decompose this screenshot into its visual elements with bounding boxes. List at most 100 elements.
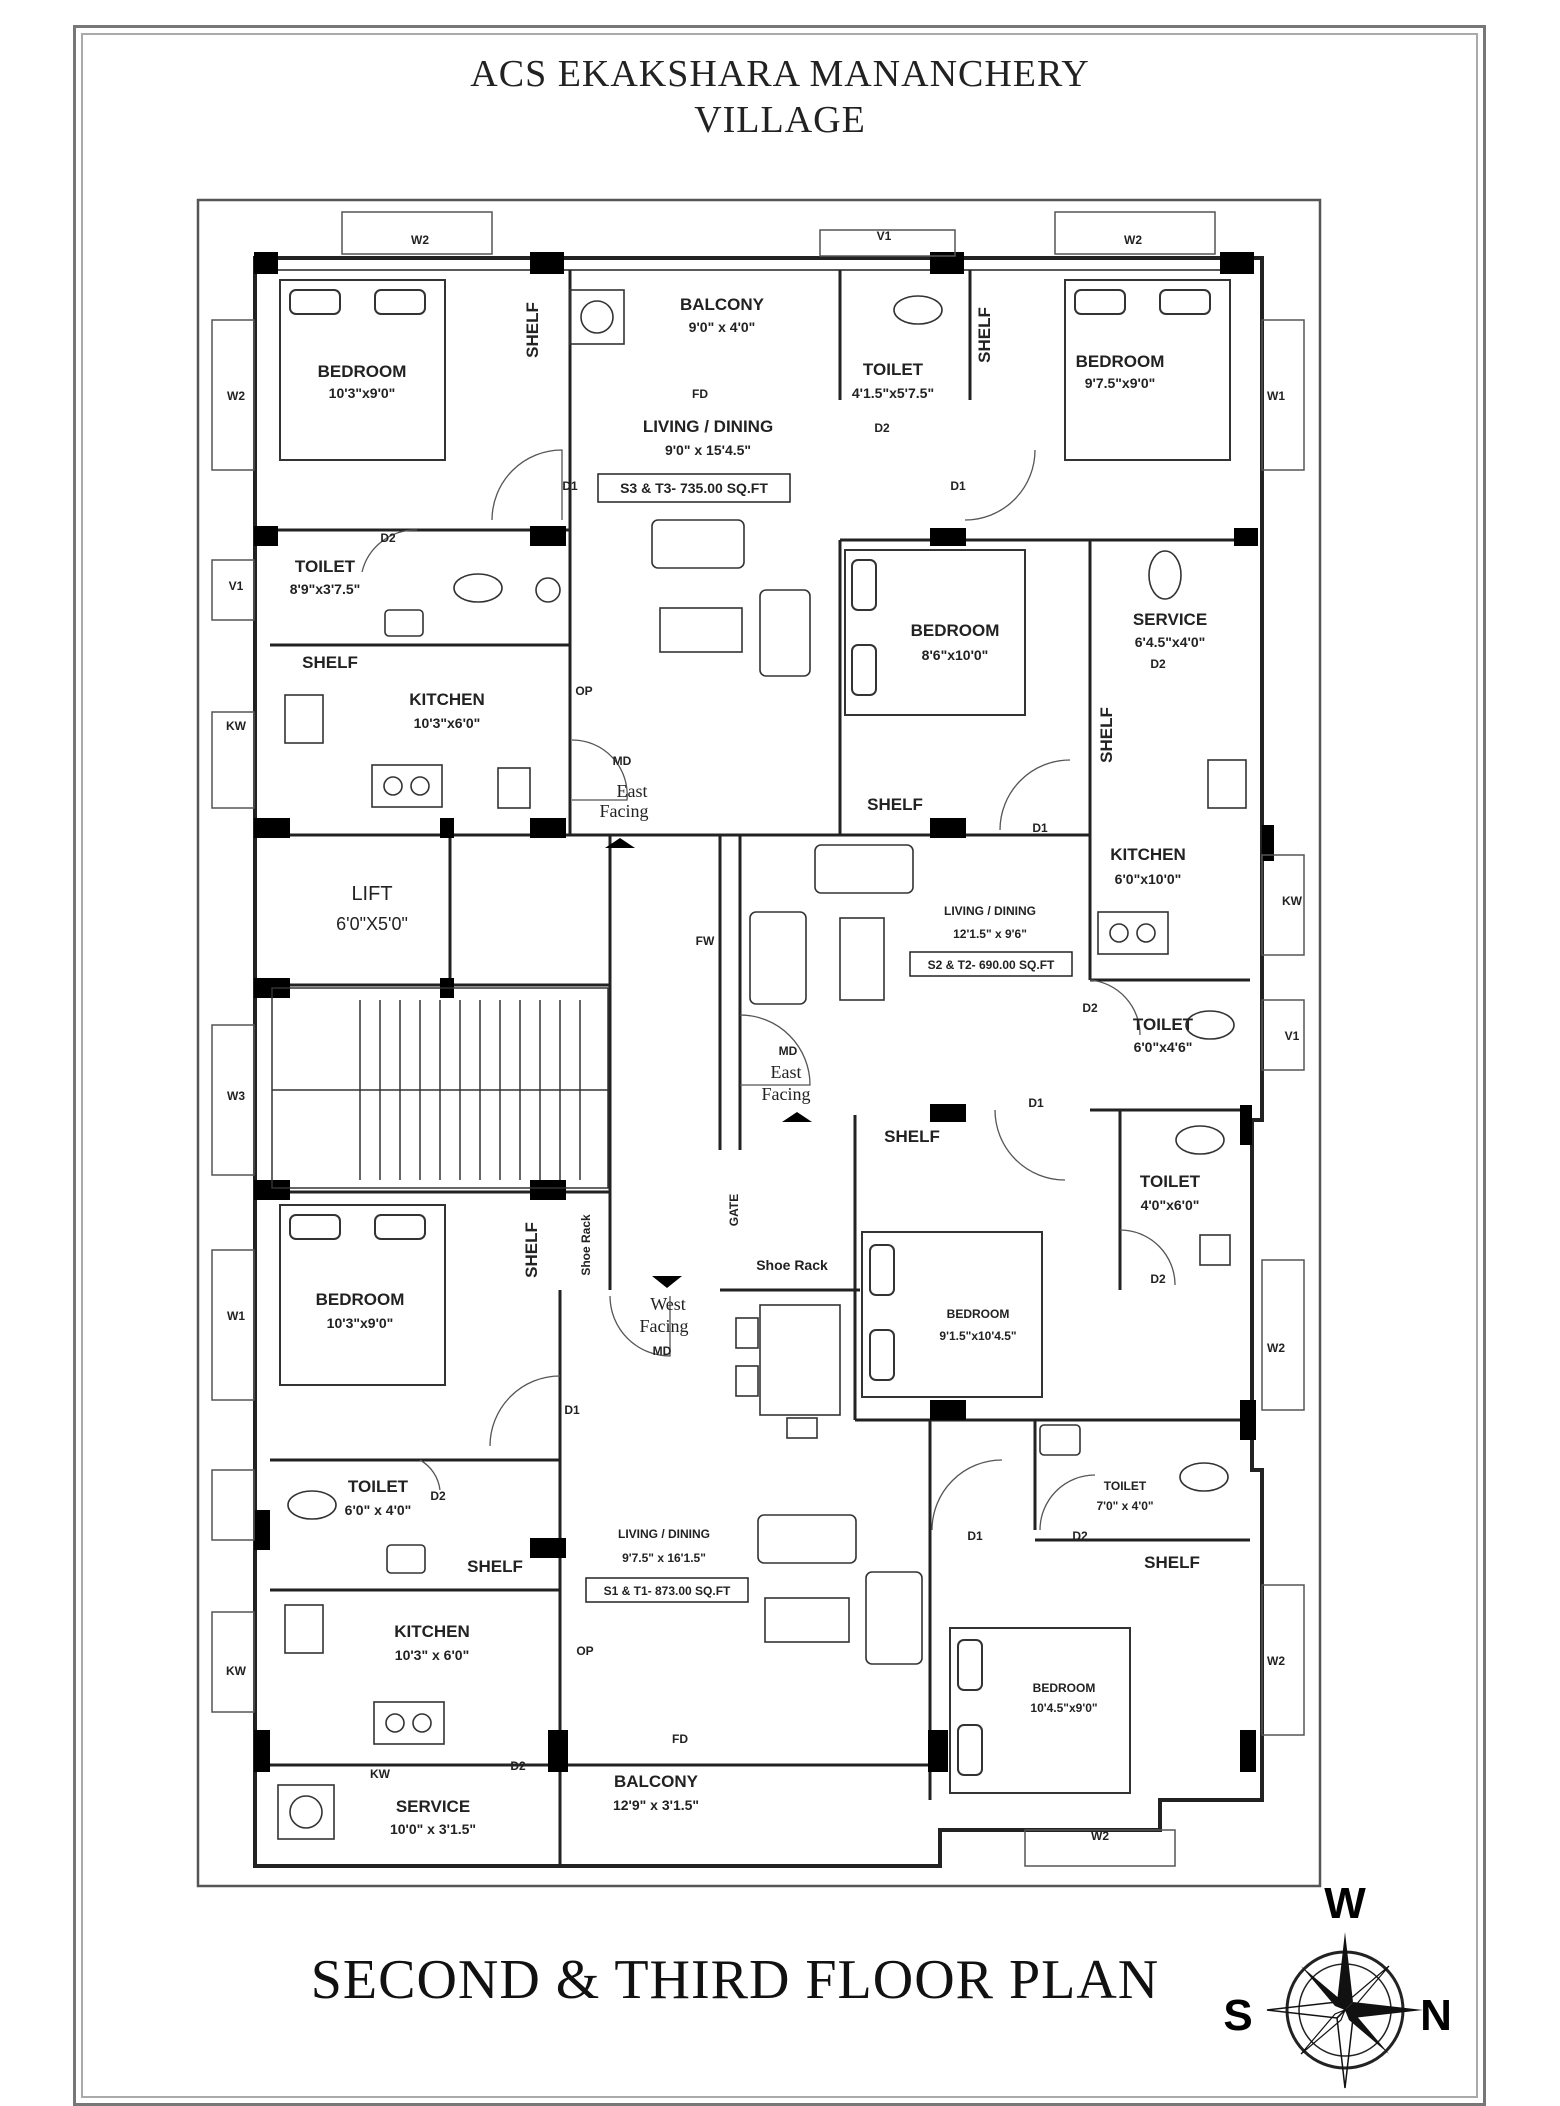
d1-d: D1 (1028, 1096, 1044, 1110)
east-label-c: East (771, 1062, 802, 1082)
kw-3: KW (226, 1664, 247, 1678)
dim-living-s: 9'7.5" x 16'1.5" (622, 1551, 706, 1565)
area-s2-t2: S2 & T2- 690.00 SQ.FT (928, 958, 1055, 972)
dim-bed-w: 10'3"x9'0" (327, 1315, 394, 1331)
d1-a: D1 (562, 479, 578, 493)
w2-top-l: W2 (411, 233, 429, 247)
label-kitchen-sw: KITCHEN (394, 1622, 470, 1641)
bed-furniture (279, 279, 1231, 1794)
sanitary-fixtures (277, 289, 1235, 1840)
entry-arrows (605, 838, 812, 1288)
facing-label-c: Facing (762, 1084, 811, 1104)
shelf-vert-2: SHELF (975, 307, 994, 363)
w2-right-s: W2 (1267, 1654, 1285, 1668)
label-bed-se: BEDROOM (1033, 1681, 1096, 1695)
shelf-mid: SHELF (867, 795, 923, 814)
label-toilet-e2: TOILET (1140, 1172, 1201, 1191)
d1-e: D1 (564, 1403, 580, 1417)
w2-right: W2 (1267, 1341, 1285, 1355)
compass-n: N (1420, 1991, 1452, 2040)
d1-f: D1 (967, 1529, 983, 1543)
structural-columns (254, 252, 1274, 1772)
label-service-sw: SERVICE (396, 1797, 470, 1816)
w1-left: W1 (227, 1309, 245, 1323)
label-living-n: LIVING / DINING (643, 417, 773, 436)
kitchen-fixtures (284, 694, 1247, 1745)
d1-b: D1 (950, 479, 966, 493)
dim-toilet-n: 4'1.5"x5'7.5" (852, 385, 934, 401)
w2-top-r: W2 (1124, 233, 1142, 247)
dim-living-c: 12'1.5" x 9'6" (953, 927, 1027, 941)
dim-service-sw: 10'0" x 3'1.5" (390, 1821, 476, 1837)
d2-d: D2 (1082, 1001, 1098, 1015)
shelf-vert-1: SHELF (523, 302, 542, 358)
label-living-c: LIVING / DINING (944, 904, 1036, 918)
label-bed-nw: BEDROOM (318, 362, 407, 381)
area-s1-t1: S1 & T1- 873.00 SQ.FT (604, 1584, 731, 1598)
room-labels: BEDROOM 10'3"x9'0" BALCONY 9'0" x 4'0" T… (290, 295, 1207, 1837)
label-toilet-sw: TOILET (348, 1477, 409, 1496)
dim-bed-c: 9'1.5"x10'4.5" (939, 1329, 1016, 1343)
kw-2: KW (1282, 894, 1303, 908)
label-toilet-e1: TOILET (1133, 1015, 1194, 1034)
d2-h: D2 (510, 1759, 526, 1773)
fd-n: FD (692, 387, 708, 401)
misc-labels: SHELF SHELF SHELF SHELF SHELF SHELF SHEL… (226, 229, 1303, 1843)
dim-toilet-e1: 6'0"x4'6" (1134, 1039, 1193, 1055)
dim-lift: 6'0"X5'0" (336, 914, 408, 934)
window-frames (211, 211, 1305, 1867)
d2-f: D2 (430, 1489, 446, 1503)
label-balcony-n: BALCONY (680, 295, 765, 314)
v1-top: V1 (877, 229, 892, 243)
shoe-rack: Shoe Rack (756, 1257, 828, 1273)
w3-left: W3 (227, 1089, 245, 1103)
kw-1: KW (226, 719, 247, 733)
compass-rose (1266, 1932, 1423, 2089)
dim-toilet-e2: 4'0"x6'0" (1141, 1197, 1200, 1213)
dim-bed-se: 10'4.5"x9'0" (1030, 1701, 1097, 1715)
shelf-nw: SHELF (302, 653, 358, 672)
w2-bottom: W2 (1091, 1829, 1109, 1843)
fd-s: FD (672, 1732, 688, 1746)
floor-plan-title: SECOND & THIRD FLOOR PLAN (310, 1949, 1160, 2011)
w1-right-n: W1 (1267, 389, 1285, 403)
label-toilet-se: TOILET (1104, 1479, 1147, 1493)
shelf-vert-4: SHELF (522, 1222, 541, 1278)
dim-toilet-nw: 8'9"x3'7.5" (290, 581, 361, 597)
label-bed-w: BEDROOM (316, 1290, 405, 1309)
shoe-rack-vert: Shoe Rack (579, 1214, 593, 1276)
project-title-village: VILLAGE (694, 99, 866, 141)
door-swings (361, 449, 1176, 1531)
dim-living-n: 9'0" x 15'4.5" (665, 442, 751, 458)
staircase (271, 987, 609, 1189)
label-balcony-s: BALCONY (614, 1772, 699, 1791)
compass-w: W (1324, 1879, 1366, 1928)
d2-g: D2 (1072, 1529, 1088, 1543)
label-bed-ne: BEDROOM (1076, 352, 1165, 371)
v1-right: V1 (1285, 1029, 1300, 1043)
compass-s: S (1223, 1991, 1252, 2040)
dim-kitchen-nw: 10'3"x6'0" (414, 715, 481, 731)
shelf-c: SHELF (884, 1127, 940, 1146)
area-s3-t3: S3 & T3- 735.00 SQ.FT (620, 480, 768, 496)
fw-label: FW (696, 934, 715, 948)
label-kitchen-nw: KITCHEN (409, 690, 485, 709)
dim-bed-ne: 9'7.5"x9'0" (1085, 375, 1156, 391)
d2-b: D2 (874, 421, 890, 435)
shelf-sw: SHELF (467, 1557, 523, 1576)
west-facing-label: Facing (640, 1316, 689, 1336)
label-toilet-n: TOILET (863, 360, 924, 379)
east-label-n: East (617, 781, 648, 801)
west-label: West (650, 1294, 686, 1314)
dim-kitchen-e: 6'0"x10'0" (1115, 871, 1182, 887)
outer-walls (253, 256, 1264, 1868)
shelf-se: SHELF (1144, 1553, 1200, 1572)
d2-e: D2 (1150, 1272, 1166, 1286)
d1-c: D1 (1032, 821, 1048, 835)
d2-c: D2 (1150, 657, 1166, 671)
md-label-c: MD (779, 1044, 798, 1058)
shelf-vert-3: SHELF (1097, 707, 1116, 763)
label-lift: LIFT (351, 883, 392, 905)
dim-balcony-s: 12'9" x 3'1.5" (613, 1797, 699, 1813)
